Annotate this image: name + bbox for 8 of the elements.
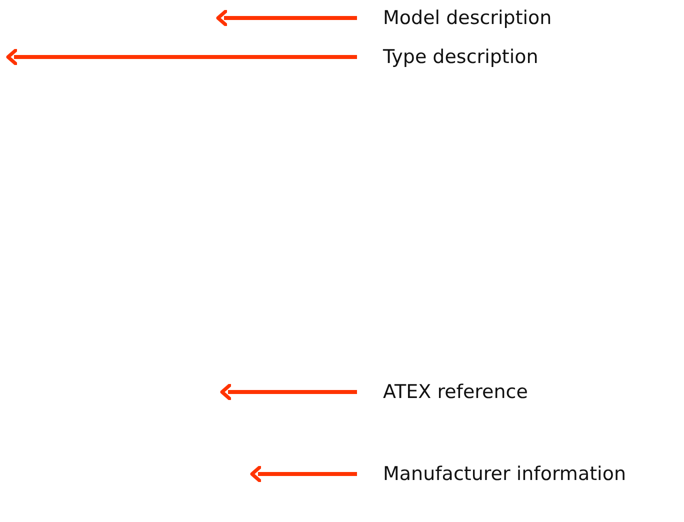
arrow	[6, 48, 357, 66]
arrow	[220, 383, 357, 401]
callout-label: Model description	[357, 5, 552, 31]
arrow	[250, 465, 357, 483]
callout-label: ATEX reference	[357, 379, 528, 405]
callout-label: Manufacturer information	[357, 461, 626, 487]
arrow	[216, 9, 357, 27]
callout-label: Type description	[357, 44, 538, 70]
